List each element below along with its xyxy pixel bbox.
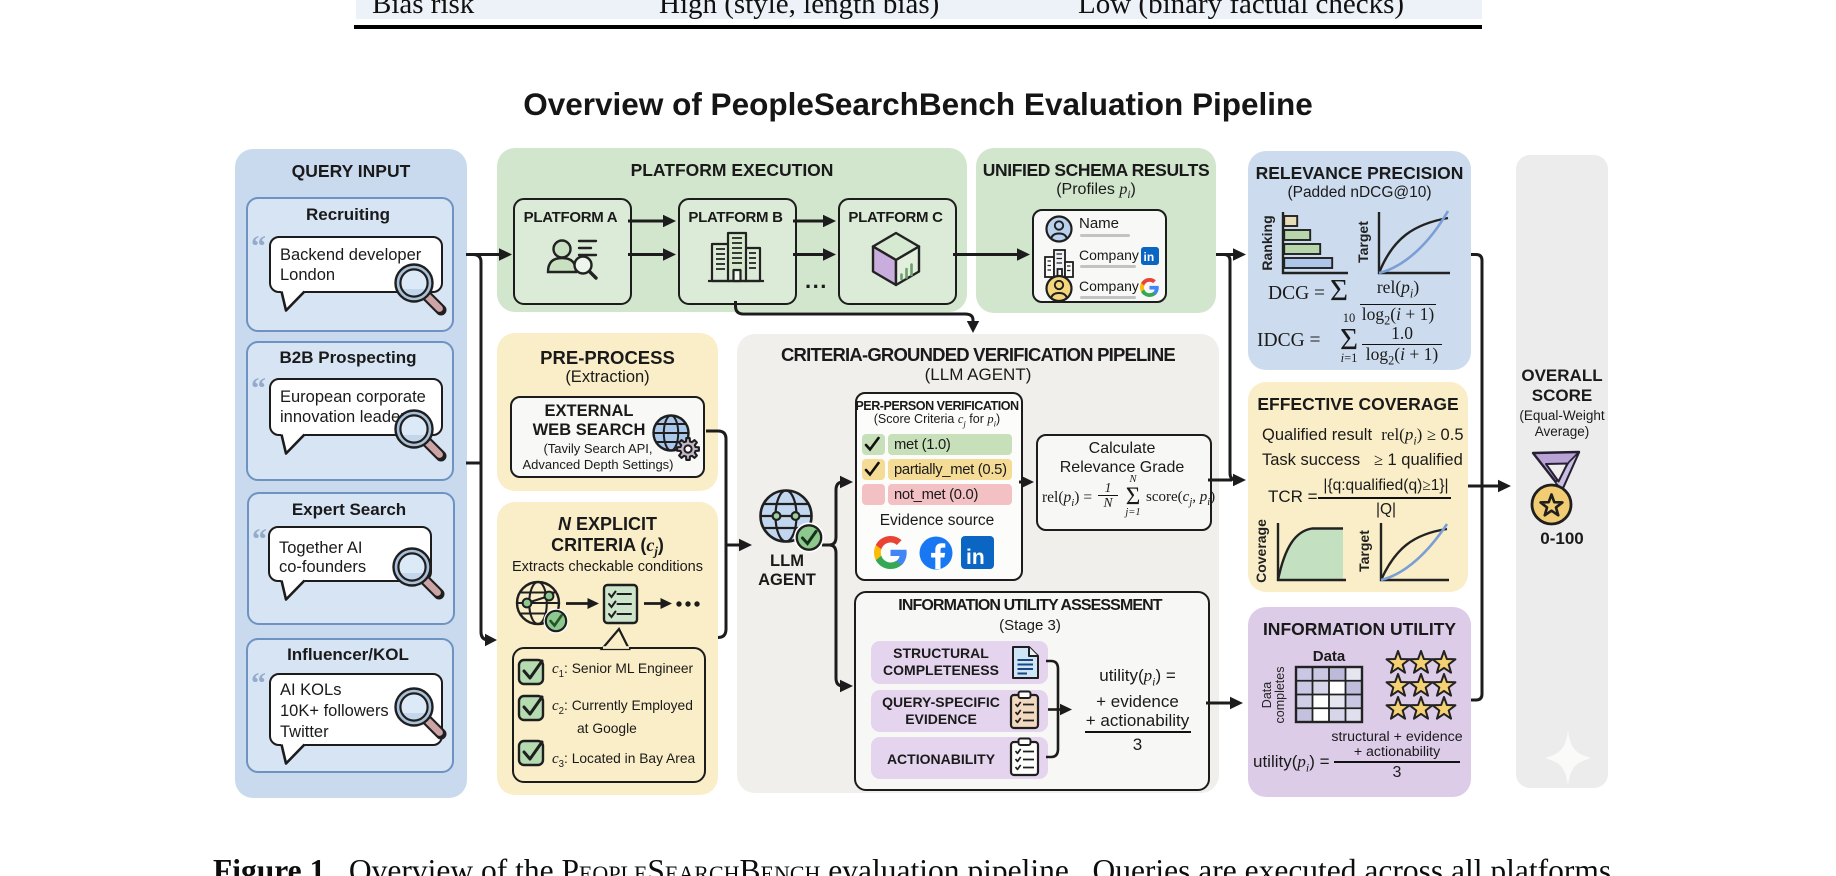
svg-text:Datacompletes: Datacompletes xyxy=(1260,667,1287,724)
svg-text:in: in xyxy=(1144,250,1155,264)
svg-text:Coverage: Coverage xyxy=(1253,519,1269,583)
svg-text:Target: Target xyxy=(1356,530,1372,572)
svg-text:Target: Target xyxy=(1355,221,1371,263)
svg-text:Ranking: Ranking xyxy=(1259,215,1275,270)
svg-text:in: in xyxy=(966,546,985,569)
